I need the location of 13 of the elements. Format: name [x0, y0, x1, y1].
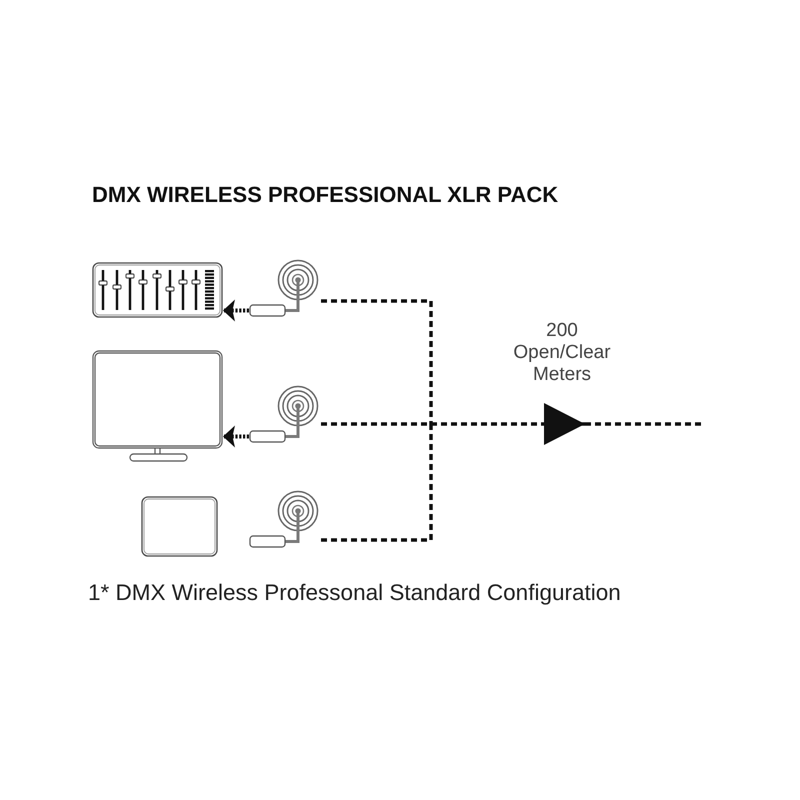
wireless-transmitter [249, 490, 321, 549]
dashed-arrow [223, 426, 249, 448]
dashed-line [321, 299, 433, 424]
mixing-console [92, 262, 223, 318]
caption: 1* DMX Wireless Professonal Standard Configuration [88, 579, 621, 606]
tablet [141, 496, 218, 557]
dashed-arrow [223, 300, 249, 322]
title: DMX WIRELESS PROFESSIONAL XLR PACK [92, 182, 558, 208]
wireless-transmitter [249, 259, 321, 318]
dashed-arrow [431, 403, 585, 445]
computer-monitor [92, 350, 223, 462]
wireless-transmitter [249, 385, 321, 444]
dashed-line [321, 424, 433, 542]
